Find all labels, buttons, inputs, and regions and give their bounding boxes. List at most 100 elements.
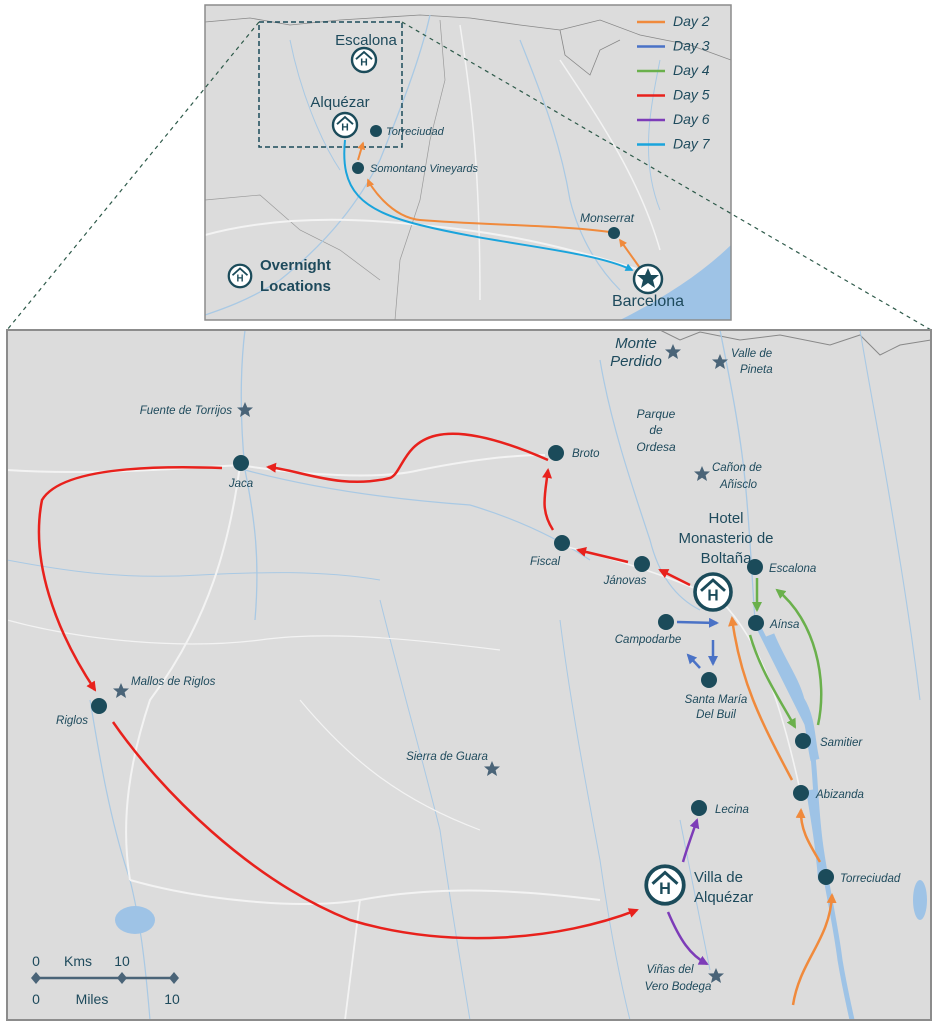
samitier-label: Samitier (820, 737, 863, 749)
route-day6-vero (666, 911, 709, 966)
mallos-riglos-label: Mallos de Riglos (131, 676, 216, 688)
inset-somontano-marker (352, 162, 364, 174)
river-east (859, 330, 921, 701)
main-border (659, 330, 931, 356)
inset-river-4 (648, 59, 661, 211)
valle-pineta-label-1: Valle de (731, 348, 772, 360)
zoom-area-box (258, 21, 403, 148)
lake-east (913, 880, 927, 920)
inset-hotel-alquezar-icon (331, 111, 359, 139)
santa-maria-label-2: Del Buil (696, 709, 736, 721)
route-day5-riglos-alquezar (111, 721, 639, 940)
route-day5-jaca-riglos (37, 466, 223, 692)
river-guatizalema (379, 599, 471, 1020)
route-day5-fiscal-broto (542, 468, 555, 531)
inset-route-day7 (343, 139, 634, 271)
main-frame (6, 329, 932, 1021)
road-minor-1 (7, 619, 501, 651)
escalona-marker (747, 559, 763, 575)
route-day4-samitier-escalona (775, 588, 823, 726)
inset-map: Escalona Alquézar Torreciudad Somontano … (205, 5, 731, 320)
escalona-label: Escalona (769, 563, 816, 575)
abizanda-marker (793, 785, 809, 801)
inset-river-3 (289, 39, 341, 171)
inset-hotel-escalona-icon (350, 46, 378, 74)
hotel-boltana-icon (693, 572, 733, 612)
inset-road-2 (459, 24, 481, 301)
river-ara (599, 359, 701, 611)
lecina-label: Lecina (715, 804, 749, 816)
inset-somontano-label: Somontano Vineyards (370, 163, 479, 175)
legend-label-3: Day 3 (673, 38, 710, 54)
scale-kms-label: Kms (64, 953, 92, 969)
route-day2-abizanda-boltana (728, 616, 794, 781)
inset-route-day2-b (619, 238, 641, 269)
hotel-alquezar-label-1: Villa de (694, 869, 743, 886)
abizanda-label: Abizanda (815, 789, 864, 801)
sierra-guara-label: Sierra de Guara (406, 751, 488, 763)
inset-monserrat-label: Monserrat (580, 211, 635, 225)
santa-maria-marker (701, 672, 717, 688)
campodarbe-marker (658, 614, 674, 630)
inset-border (205, 14, 731, 61)
main-map: Hotel Monasterio de Boltaña Villa de Alq… (7, 330, 931, 1020)
riglos-label: Riglos (56, 715, 88, 727)
inset-river-2 (519, 39, 621, 291)
lake-west (115, 906, 155, 934)
parque-ordesa-label-3: Ordesa (636, 440, 676, 454)
torreciudad-label: Torreciudad (840, 873, 901, 885)
valle-pineta-label-2: Pineta (740, 364, 773, 376)
janovas-label: Jánovas (603, 575, 647, 587)
inset-frame (204, 4, 732, 321)
river-aragon (244, 469, 591, 561)
inset-torreciudad-label: Torreciudad (386, 126, 445, 138)
torreciudad-marker (818, 869, 834, 885)
inset-hotel-escalona-label: Escalona (335, 32, 397, 49)
lecina-marker (691, 800, 707, 816)
road-minor-2 (299, 699, 481, 831)
broto-marker (548, 445, 564, 461)
legend-label-4: Day 4 (673, 62, 710, 78)
inset-monserrat-marker (608, 227, 620, 239)
hotel-alquezar-label-2: Alquézar (694, 889, 753, 906)
zoom-connector-left (6, 21, 260, 331)
legend-label-2: Day 2 (673, 13, 710, 29)
hotel-boltana-label-3: Boltaña (701, 550, 753, 567)
river-vero (679, 819, 711, 971)
scale-miles-ten: 10 (164, 991, 180, 1007)
inset-barcelona-marker (632, 263, 664, 295)
main-land (7, 330, 931, 1020)
route-day5-broto-jaca (266, 432, 549, 484)
fiscal-marker (554, 535, 570, 551)
monte-perdido-label-2: Perdido (610, 353, 662, 370)
jaca-label: Jaca (228, 478, 253, 490)
inset-route-day2-a (366, 178, 611, 233)
inset-road-3 (559, 59, 661, 251)
overnight-legend-line1: Overnight (260, 257, 331, 274)
fuente-torrijos-label: Fuente de Torrijos (140, 405, 233, 417)
scale-kms-zero: 0 (32, 953, 40, 969)
zoom-connector-right (401, 21, 932, 331)
hotel-boltana-label-1: Hotel (708, 510, 743, 527)
route-day2-south-torreciudad (791, 893, 837, 1006)
inset-river (205, 14, 431, 316)
ainsa-label: Aínsa (769, 619, 799, 631)
inset-border-andorra (559, 29, 621, 76)
overnight-legend-line2: Locations (260, 278, 331, 295)
legend-label-5: Day 5 (673, 87, 710, 103)
samitier-marker (795, 733, 811, 749)
hotel-alquezar-icon (644, 864, 686, 906)
legend-label-6: Day 6 (673, 111, 710, 127)
route-day4-ainsa-samitier (748, 634, 797, 729)
scale-bar: 0 Kms 10 0 Miles 10 (31, 953, 180, 1007)
route-day3-back (686, 653, 701, 669)
vinas-vero-label-2: Vero Bodega (645, 981, 712, 993)
monte-perdido-label-1: Monte (615, 335, 657, 352)
road-a23 (125, 464, 241, 881)
scale-miles-zero: 0 (32, 991, 40, 1007)
inset-region-border (394, 19, 446, 320)
river-alcanadre (559, 619, 631, 1020)
parque-ordesa-label-2: de (649, 423, 663, 437)
